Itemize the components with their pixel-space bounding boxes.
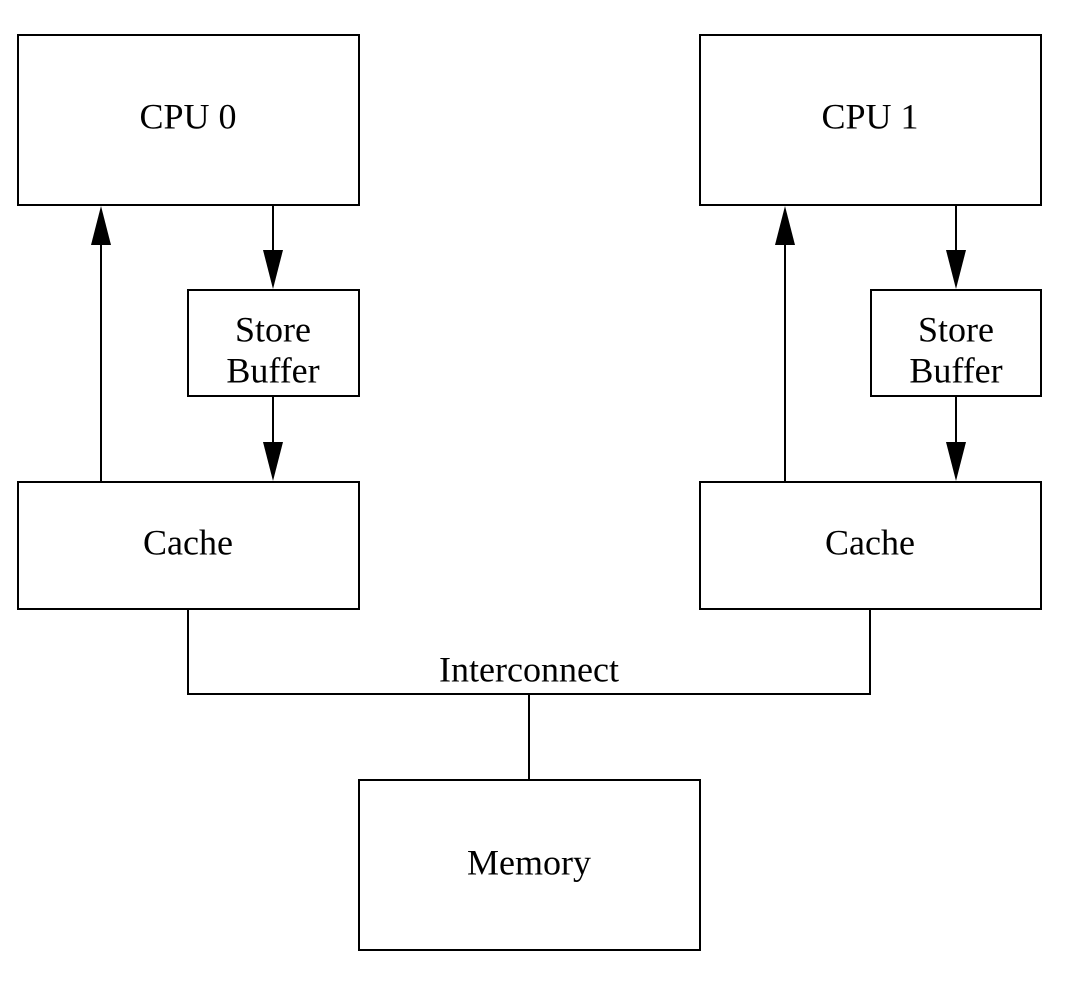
- cpu0-label: CPU 0: [139, 96, 236, 136]
- cpu0-node: CPU 0: [17, 34, 360, 206]
- cache0-box: [17, 481, 360, 610]
- cpu1-box: [699, 34, 1042, 206]
- interconnect: Interconnect: [187, 609, 871, 780]
- arrow-store-buffer1-to-cache1: [946, 396, 966, 481]
- cpu1-node: CPU 1: [699, 34, 1042, 206]
- store-buffer0-label-line2: Buffer: [226, 350, 319, 390]
- cache1-label: Cache: [825, 522, 915, 562]
- store-buffer0-node: Store Buffer: [187, 289, 360, 397]
- store-buffer1-label-line1: Store: [918, 309, 994, 349]
- store-buffer0-label-line1: Store: [235, 309, 311, 349]
- interconnect-label: Interconnect: [439, 649, 619, 689]
- store-buffer1-box: [870, 289, 1042, 397]
- store-buffer1-node: Store Buffer: [870, 289, 1042, 397]
- arrow-store-buffer0-to-cache0: [263, 396, 283, 481]
- cache0-label: Cache: [143, 522, 233, 562]
- arrow-cache0-to-cpu0: [91, 206, 111, 482]
- cpu0-box: [17, 34, 360, 206]
- memory-label: Memory: [467, 842, 591, 882]
- store-buffer1-label-line2: Buffer: [909, 350, 1002, 390]
- arrow-cpu0-to-store-buffer0: [263, 205, 283, 289]
- cache1-box: [699, 481, 1042, 610]
- cpu1-label: CPU 1: [821, 96, 918, 136]
- cache1-node: Cache: [699, 481, 1042, 610]
- memory-box: [358, 779, 701, 951]
- cache0-node: Cache: [17, 481, 360, 610]
- arrow-cache1-to-cpu1: [775, 206, 795, 482]
- memory-node: Memory: [358, 779, 701, 951]
- arrow-cpu1-to-store-buffer1: [946, 205, 966, 289]
- store-buffer0-box: [187, 289, 360, 397]
